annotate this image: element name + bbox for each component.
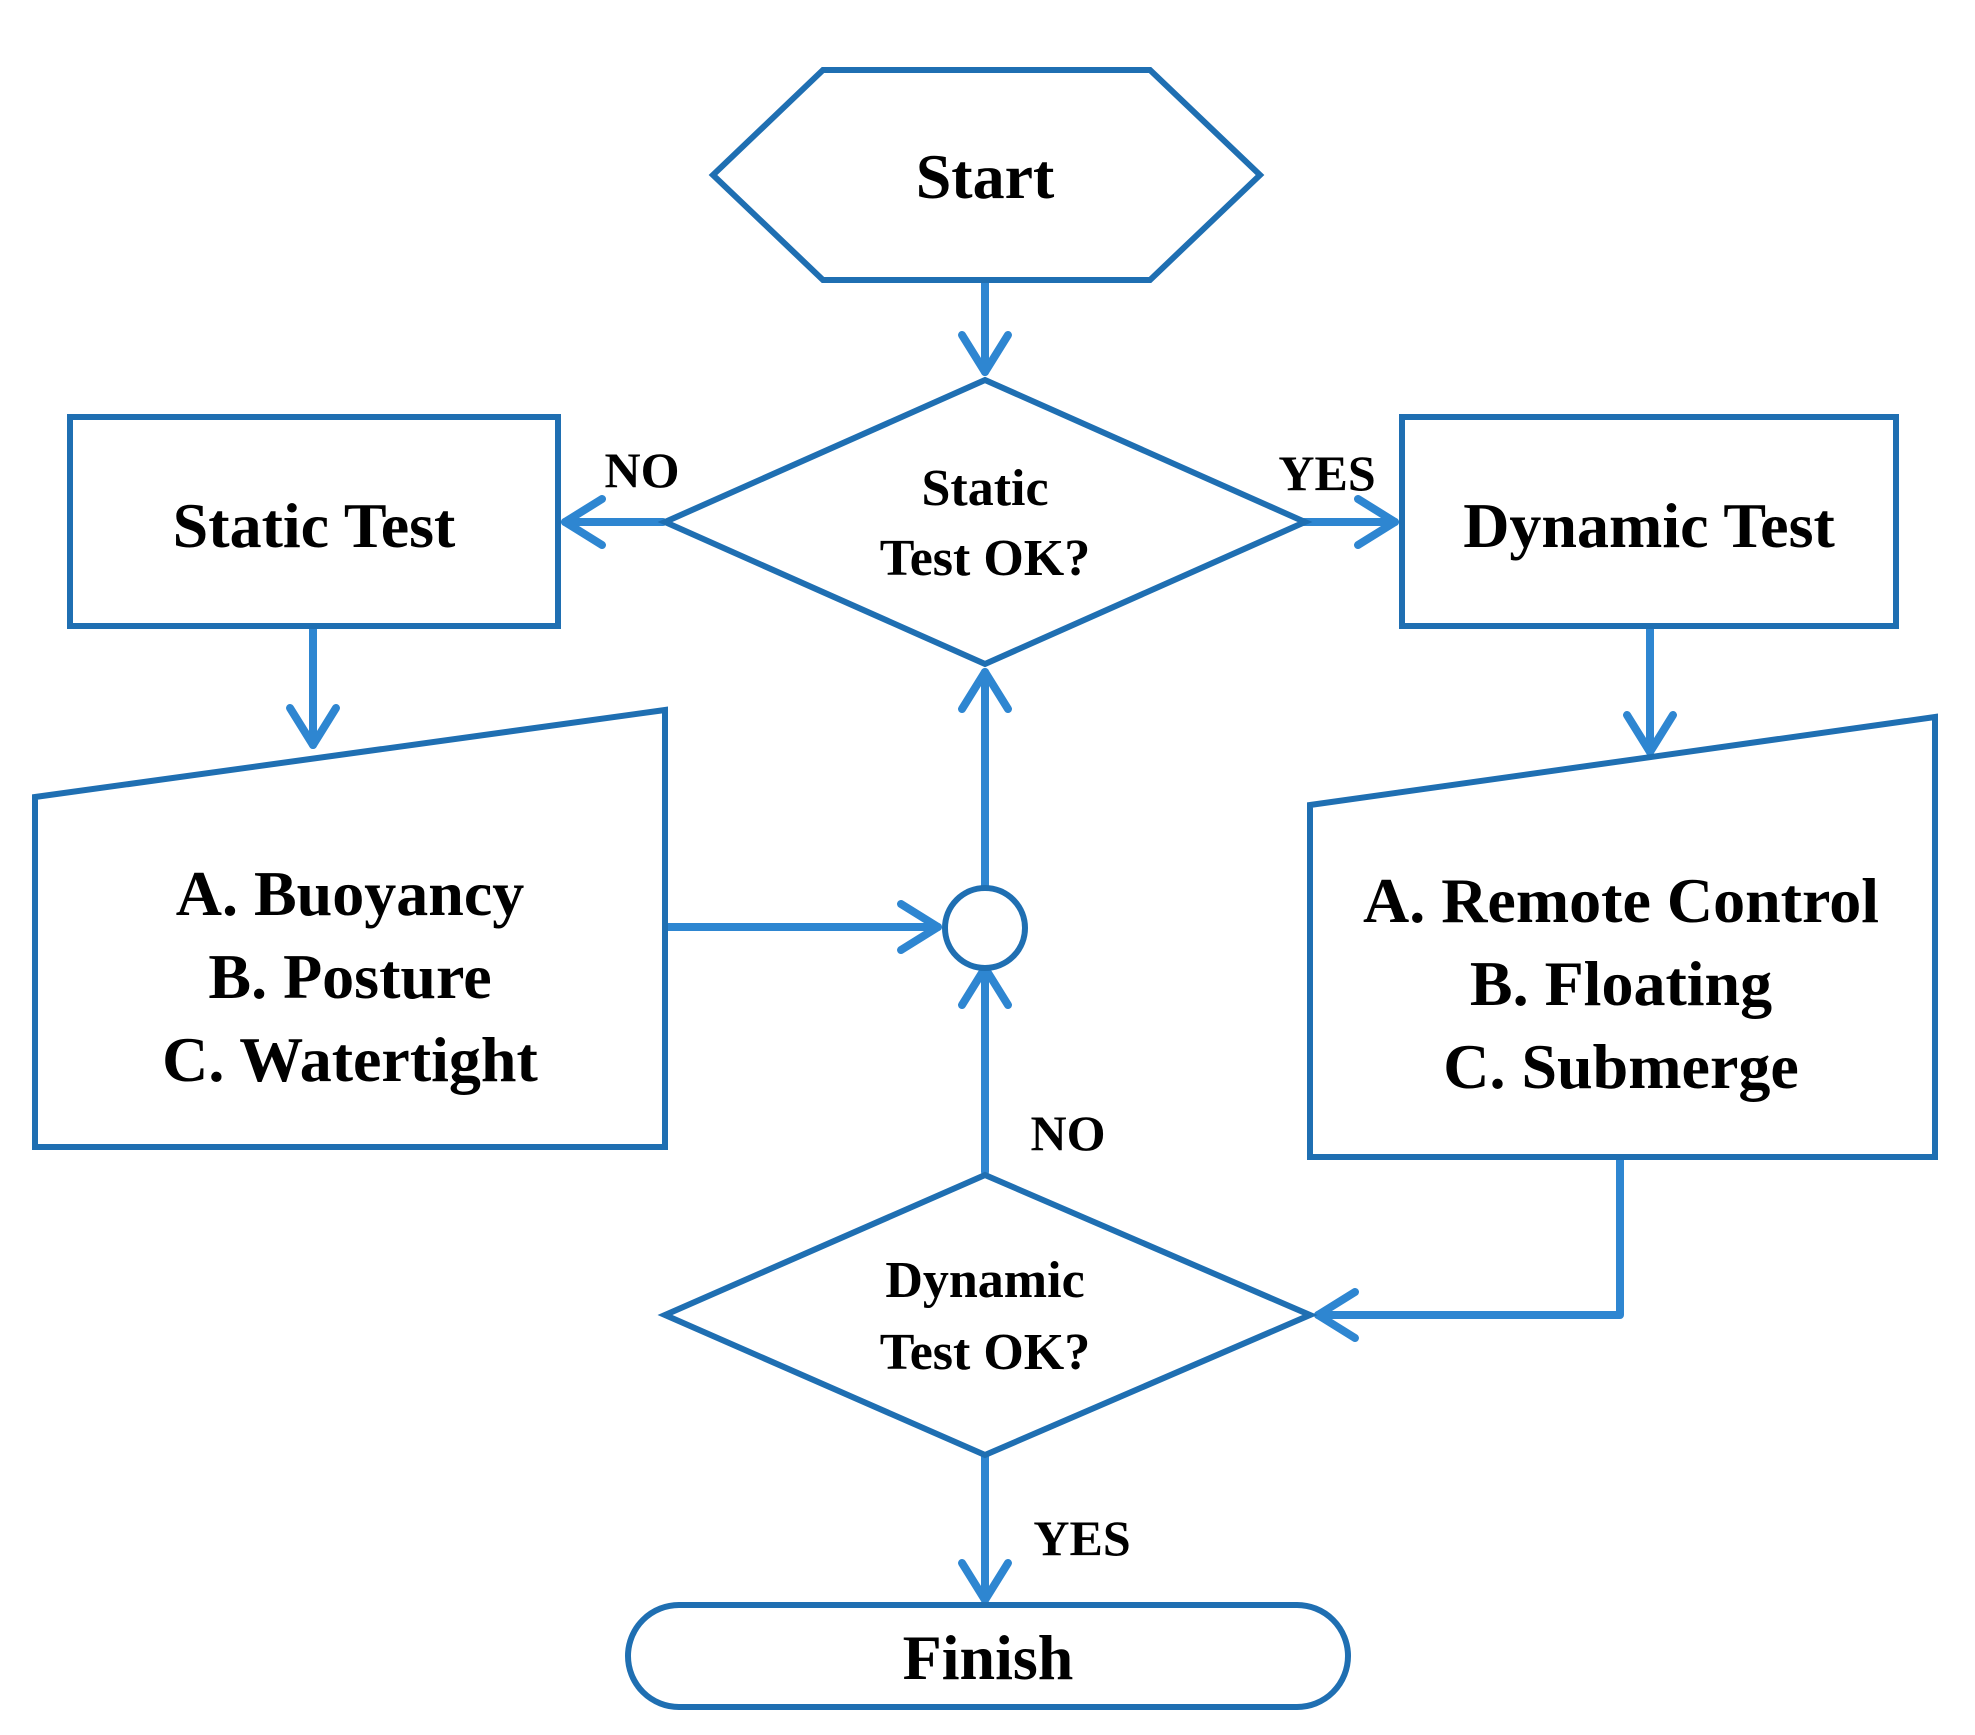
finish-label: Finish — [903, 1622, 1074, 1693]
static-item-a: A. Buoyancy — [176, 858, 525, 929]
edge-labels: NO YES NO YES — [605, 442, 1376, 1566]
static-no-label: NO — [605, 442, 680, 498]
start-label: Start — [916, 141, 1055, 212]
arrowhead-static-test-to-items — [286, 704, 340, 749]
dynamic-yes-label: YES — [1033, 1510, 1130, 1566]
static-test-label: Static Test — [173, 490, 456, 561]
dynamic-item-c: C. Submerge — [1443, 1031, 1799, 1102]
connectors — [286, 278, 1677, 1604]
static-item-b: B. Posture — [208, 941, 491, 1012]
static-decision-label-line1: Static — [921, 460, 1048, 517]
dynamic-item-a: A. Remote Control — [1363, 865, 1879, 936]
arrowhead-static-yes — [1354, 495, 1399, 549]
start-hexagon — [708, 67, 1265, 283]
dynamic-test-box — [1399, 414, 1899, 629]
dynamic-decision-diamond — [657, 1171, 1318, 1459]
start-node: Start — [708, 67, 1265, 283]
static-decision-diamond — [657, 376, 1313, 668]
static-decision-node: Static Test OK? — [657, 376, 1313, 668]
static-test-node: Static Test — [67, 414, 561, 629]
arrowhead-dynamic-test-to-items — [1623, 711, 1677, 756]
dynamic-items-manual-input — [1307, 713, 1938, 1160]
finish-terminator — [625, 1602, 1351, 1710]
arrowhead-dynamic-yes — [958, 1559, 1012, 1604]
static-item-c: C. Watertight — [162, 1024, 538, 1095]
finish-node: Finish — [625, 1602, 1351, 1710]
arrowhead-start-to-static-decision — [958, 331, 1012, 376]
dynamic-no-label: NO — [1031, 1105, 1106, 1161]
arrowhead-dynamic-items-to-dynamic-decision — [1314, 1288, 1359, 1342]
static-test-box — [67, 414, 561, 629]
junction-connector — [942, 885, 1028, 971]
dynamic-test-label: Dynamic Test — [1463, 490, 1835, 561]
static-items-node: A. Buoyancy B. Posture C. Watertight — [32, 706, 668, 1150]
static-items-manual-input — [32, 706, 668, 1150]
arrowhead-junction-to-static-decision — [958, 668, 1012, 713]
arrow-dynamic-items-to-dynamic-decision — [1314, 1153, 1624, 1319]
arrowhead-static-no — [561, 495, 606, 549]
static-yes-label: YES — [1278, 445, 1375, 501]
dynamic-items-node: A. Remote Control B. Floating C. Submerg… — [1307, 713, 1938, 1160]
dynamic-decision-label-line2: Test OK? — [880, 1324, 1090, 1381]
static-decision-label-line2: Test OK? — [880, 530, 1090, 587]
arrowhead-static-items-to-junction — [897, 900, 942, 954]
dynamic-test-node: Dynamic Test — [1399, 414, 1899, 629]
dynamic-decision-node: Dynamic Test OK? — [657, 1171, 1318, 1459]
dynamic-item-b: B. Floating — [1470, 948, 1772, 1019]
dynamic-decision-label-line1: Dynamic — [885, 1252, 1084, 1309]
